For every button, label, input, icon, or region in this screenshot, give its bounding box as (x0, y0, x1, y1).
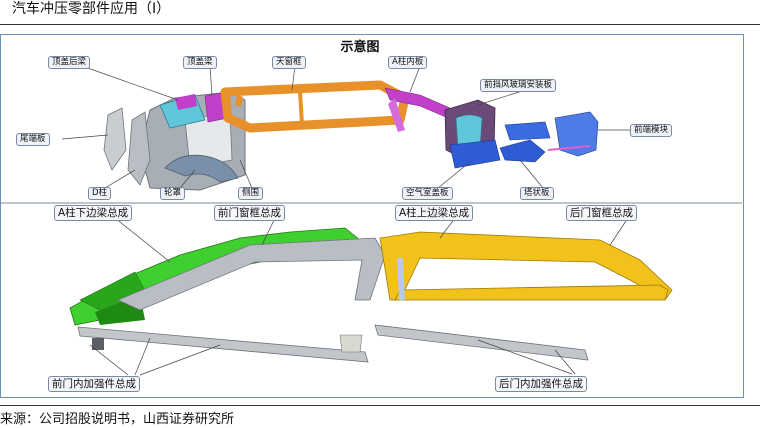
label-tail-panel: 尾端板 (16, 133, 50, 146)
front-module-shape (554, 111, 599, 157)
top-rule (0, 24, 760, 25)
label-front-door-reinforce: 前门内加强件总成 (48, 376, 140, 392)
rear-door-frame-shape (394, 284, 669, 301)
rear-door-reinforce-shape (374, 324, 589, 361)
label-a-pillar-upper: A柱上边梁总成 (395, 205, 474, 221)
page-title: 汽车冲压零部件应用（I） (12, 1, 171, 17)
label-cowl-panel: 空气室盖板 (402, 187, 453, 200)
tail-panel-shape (103, 107, 127, 171)
label-front-module: 前端模块 (630, 124, 673, 137)
d-pillar-shape (127, 111, 151, 186)
label-a-pillar-inner: A柱内板 (388, 56, 428, 69)
label-tower-panel: 塔状板 (520, 187, 554, 200)
bottom-leader-lines (89, 217, 629, 376)
cowl-panel-shape (449, 139, 501, 169)
label-rear-door-frame: 后门窗框总成 (566, 205, 637, 221)
label-a-pillar-lower: A柱下边梁总成 (54, 205, 133, 221)
tower-panel-shape (499, 139, 546, 163)
bottom-rule (0, 405, 760, 406)
label-side-wall: 侧围 (238, 187, 264, 200)
label-front-door-frame: 前门窗框总成 (214, 205, 285, 221)
front-door-frame-shape (116, 237, 386, 311)
label-roof-rear-beam: 顶盖后梁 (48, 56, 91, 69)
front-door-reinforce-shape (77, 326, 369, 363)
source-note: 来源：公司招股说明书，山西证券研究所 (0, 412, 235, 427)
sunroof-frame-shape (220, 80, 410, 133)
label-d-pillar: D柱 (88, 187, 112, 200)
label-sunroof-frame: 天窗框 (272, 56, 306, 69)
label-windshield-panel: 前挡风玻璃安装板 (480, 79, 557, 92)
label-rear-door-reinforce: 后门内加强件总成 (495, 376, 587, 392)
wheel-house-shape (164, 154, 239, 183)
diagram-title: 示意图 (340, 40, 380, 55)
label-wheel-house: 轮罩 (160, 187, 186, 200)
label-roof-beam: 顶盖梁 (183, 56, 217, 69)
